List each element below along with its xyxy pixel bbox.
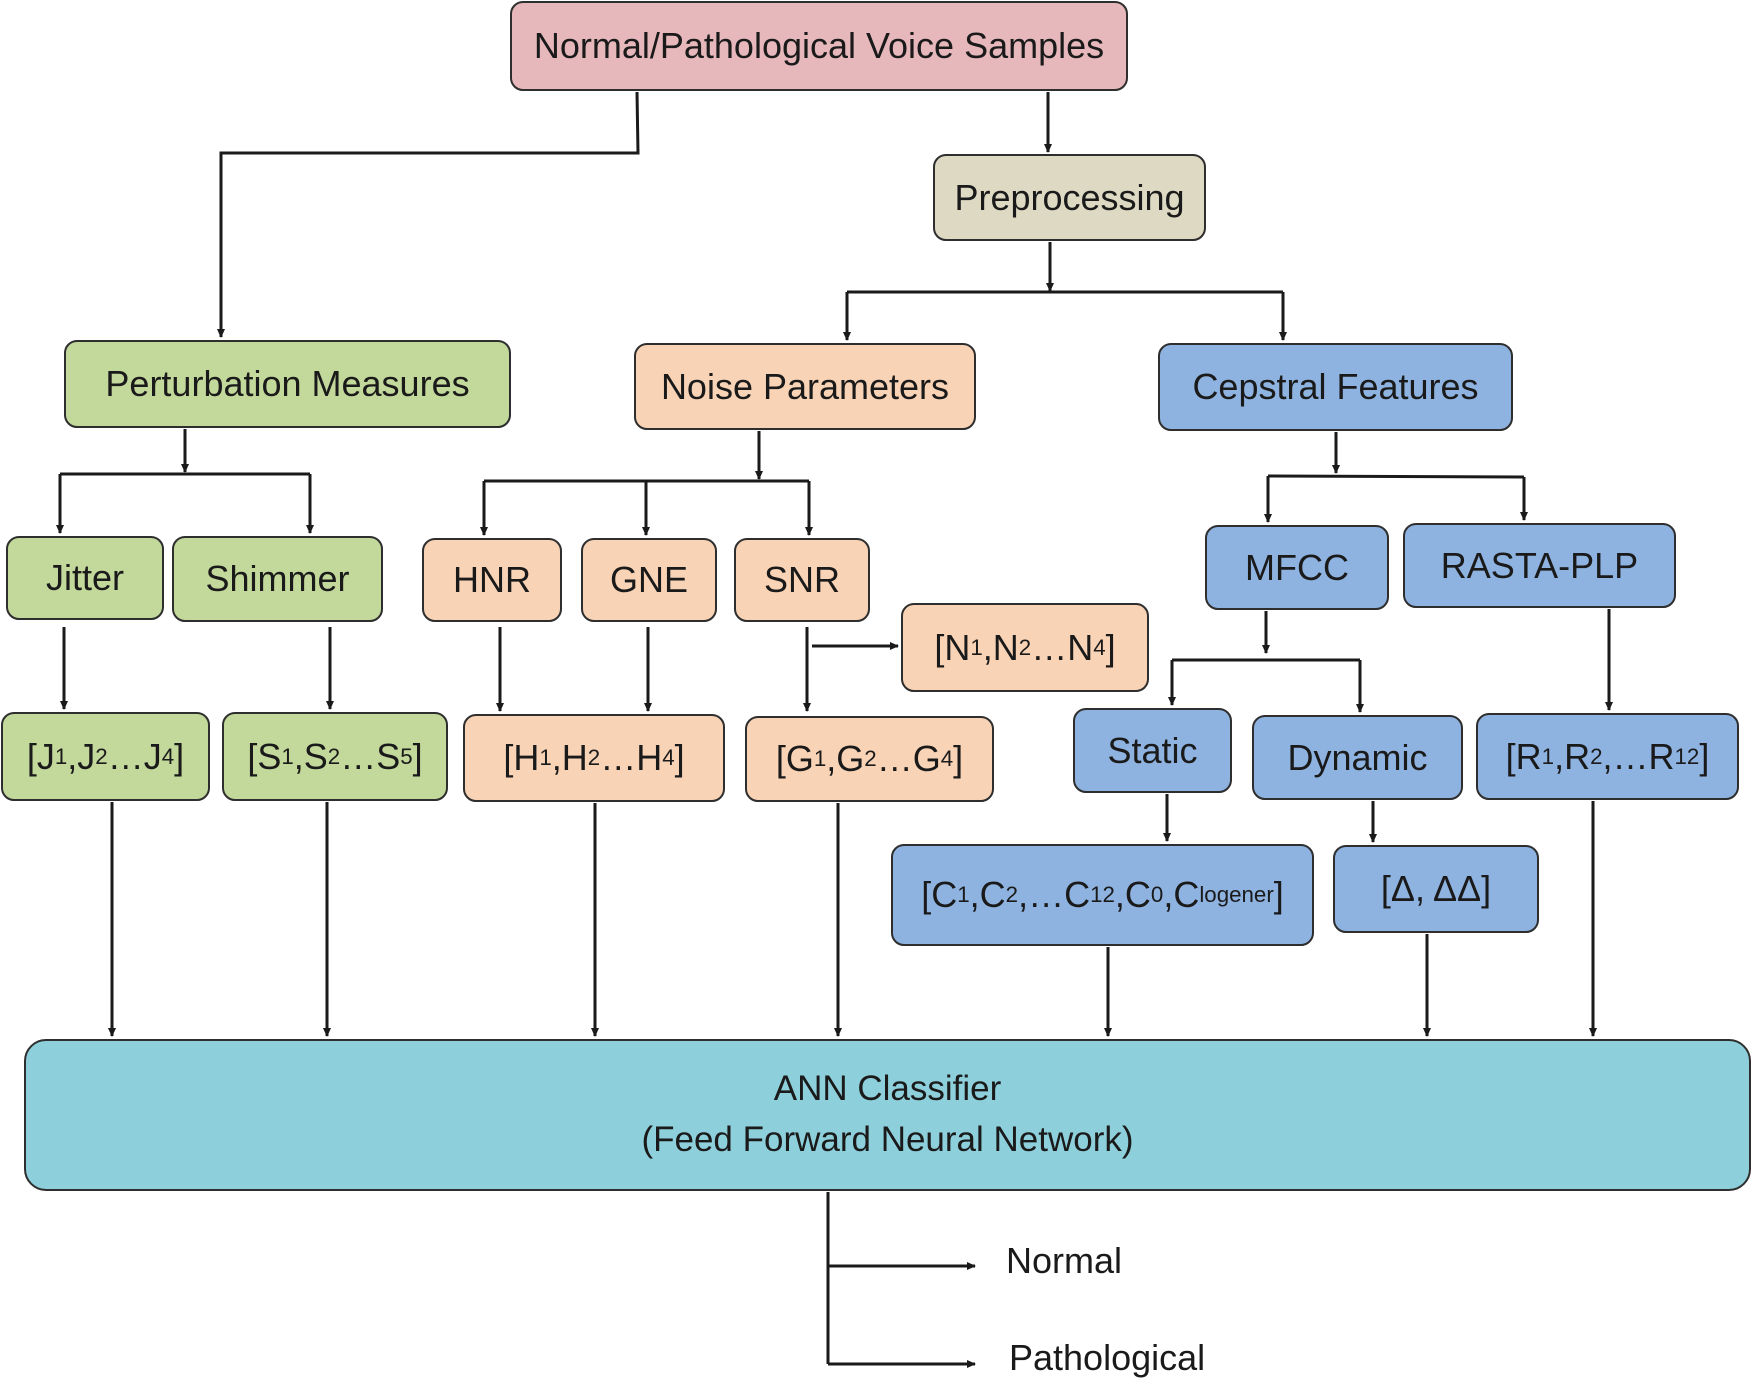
gne-node: GNE xyxy=(581,538,717,622)
ann-classifier-node: ANN Classifier (Feed Forward Neural Netw… xyxy=(24,1039,1751,1191)
snr-node: SNR xyxy=(734,538,870,622)
classifier-subtitle: (Feed Forward Neural Network) xyxy=(641,1120,1134,1159)
output-pathological-label: Pathological xyxy=(1009,1337,1206,1378)
connector-cepstral-bar xyxy=(1267,474,1525,479)
perturbation-measures-node: Perturbation Measures xyxy=(64,340,511,428)
cepstral-features-node: Cepstral Features xyxy=(1158,343,1513,431)
noise-parameters-node: Noise Parameters xyxy=(634,343,976,430)
jitter-node: Jitter xyxy=(6,536,164,620)
dynamic-node: Dynamic xyxy=(1252,715,1463,800)
connector-samples-to-perturbation xyxy=(217,91,640,338)
hnr-node: HNR xyxy=(422,538,562,622)
output-normal-label: Normal xyxy=(1006,1240,1123,1281)
voice-samples-node: Normal/Pathological Voice Samples xyxy=(510,1,1128,91)
preprocessing-node: Preprocessing xyxy=(933,154,1206,241)
static-node: Static xyxy=(1073,708,1232,793)
shimmer-node: Shimmer xyxy=(172,536,383,622)
dynamic-vector-node: [Δ, ΔΔ] xyxy=(1333,845,1539,933)
mfcc-node: MFCC xyxy=(1205,525,1389,610)
rasta-plp-node: RASTA-PLP xyxy=(1403,523,1676,608)
classifier-title: ANN Classifier xyxy=(773,1069,1002,1109)
